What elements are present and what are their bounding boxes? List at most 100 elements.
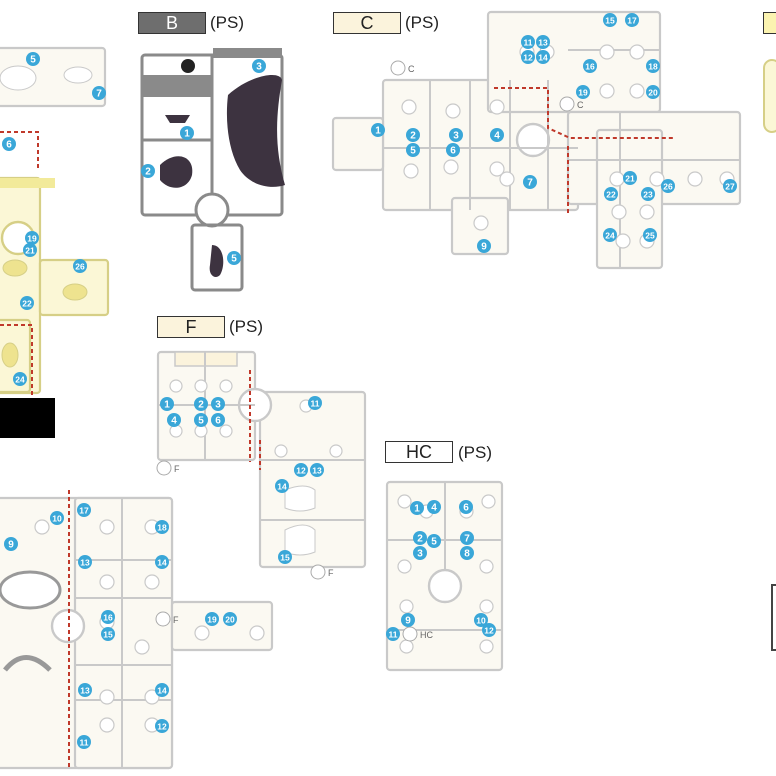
sprue-hc-part xyxy=(397,494,412,509)
callout-dot xyxy=(78,555,92,569)
callout-dot xyxy=(386,627,400,641)
callout-number: 3 xyxy=(215,400,221,411)
callout-8: 8 xyxy=(460,546,474,560)
callout-number: 20 xyxy=(648,88,658,98)
callout-18: 18 xyxy=(646,59,660,73)
callout-number: 13 xyxy=(80,558,90,568)
callout-13: 13 xyxy=(536,35,550,49)
callout-number: 9 xyxy=(405,616,411,627)
callout-1: 1 xyxy=(410,501,424,515)
callout-4: 4 xyxy=(427,500,441,514)
callout-dot xyxy=(449,128,463,142)
callout-27: 27 xyxy=(723,179,737,193)
callout-5: 5 xyxy=(227,251,241,265)
callout-6: 6 xyxy=(2,137,16,151)
left-top-part xyxy=(63,66,93,84)
callout-11: 11 xyxy=(308,396,322,410)
left-bottom-part xyxy=(3,655,52,672)
callout-dot xyxy=(641,187,655,201)
callout-number: 7 xyxy=(527,178,533,189)
callout-9: 9 xyxy=(477,239,491,253)
sprue-hc-part xyxy=(481,494,496,509)
sprue-hc-part xyxy=(479,559,494,574)
callout-dot xyxy=(278,550,292,564)
sprue-c-part xyxy=(615,233,631,249)
callout-dot xyxy=(211,413,225,427)
callout-number: 19 xyxy=(578,88,588,98)
callout-number: 19 xyxy=(27,234,37,244)
callout-dot xyxy=(474,613,488,627)
callout-13: 13 xyxy=(78,555,92,569)
callout-25: 25 xyxy=(643,228,657,242)
callout-number: 12 xyxy=(523,53,533,63)
sprue-b-header-bar xyxy=(213,48,282,58)
sprue-c-ring xyxy=(515,122,551,158)
callout-12: 12 xyxy=(482,623,496,637)
callout-number: 16 xyxy=(103,613,113,623)
callout-dot xyxy=(603,13,617,27)
callout-dot xyxy=(477,239,491,253)
callout-5: 5 xyxy=(406,143,420,157)
callout-dot xyxy=(604,187,618,201)
callout-9: 9 xyxy=(401,613,415,627)
left-bottom-tag: F xyxy=(155,611,179,627)
callout-dot xyxy=(194,397,208,411)
sprue-hc-part xyxy=(397,559,412,574)
callout-dot xyxy=(583,59,597,73)
callout-dot xyxy=(413,531,427,545)
callout-number: 26 xyxy=(75,262,85,272)
sprue-b-number-badge xyxy=(181,59,195,73)
sprue-b-material: (PS) xyxy=(210,13,244,32)
sprue-b-part xyxy=(165,115,190,123)
callout-dot xyxy=(155,719,169,733)
callout-number: 20 xyxy=(225,615,235,625)
callout-number: 3 xyxy=(417,549,423,560)
left-top-part xyxy=(62,283,88,301)
left-bottom-part xyxy=(99,574,115,590)
sprue-f-tag: F xyxy=(156,460,180,476)
sprue-hc-material: (PS) xyxy=(458,443,492,462)
sprue-c-part xyxy=(443,159,459,175)
sprue-c-part xyxy=(403,163,419,179)
left-bottom-part xyxy=(249,625,265,641)
left-top-part xyxy=(1,342,19,368)
callout-7: 7 xyxy=(92,86,106,100)
sprue-hc-part xyxy=(479,639,494,654)
callout-dot xyxy=(4,537,18,551)
callout-dot xyxy=(205,612,219,626)
callout-dot xyxy=(155,683,169,697)
callout-17: 17 xyxy=(77,503,91,517)
tag-circle xyxy=(310,564,326,580)
callout-number: 2 xyxy=(410,131,416,142)
sprue-b-header-bar xyxy=(142,75,212,97)
tag-text: F xyxy=(328,568,334,578)
sprue-c-part xyxy=(629,83,645,99)
left-top-white-frame xyxy=(0,46,107,108)
callout-22: 22 xyxy=(604,187,618,201)
sprue-f-part xyxy=(284,485,316,512)
sprue-hc-part xyxy=(479,599,494,614)
callout-number: 14 xyxy=(157,558,167,568)
callout-dot xyxy=(252,59,266,73)
callout-2: 2 xyxy=(141,164,155,178)
callout-number: 11 xyxy=(311,399,320,409)
callout-dot xyxy=(211,397,225,411)
left-bottom-part xyxy=(144,689,160,705)
sprue-c-part xyxy=(489,161,505,177)
sprue-b-part xyxy=(160,156,193,188)
tag-text: F xyxy=(174,464,180,474)
callout-dot xyxy=(141,164,155,178)
callout-19: 19 xyxy=(576,85,590,99)
callout-14: 14 xyxy=(155,555,169,569)
callout-number: 9 xyxy=(8,540,14,551)
callout-dot xyxy=(194,413,208,427)
sprue-c-part xyxy=(473,215,489,231)
callout-number: 7 xyxy=(464,534,470,545)
callout-number: 22 xyxy=(606,190,616,200)
tag-circle xyxy=(559,96,575,112)
callout-1: 1 xyxy=(160,397,174,411)
sprue-c-letter: C xyxy=(360,12,374,33)
cut-lines xyxy=(0,87,675,768)
